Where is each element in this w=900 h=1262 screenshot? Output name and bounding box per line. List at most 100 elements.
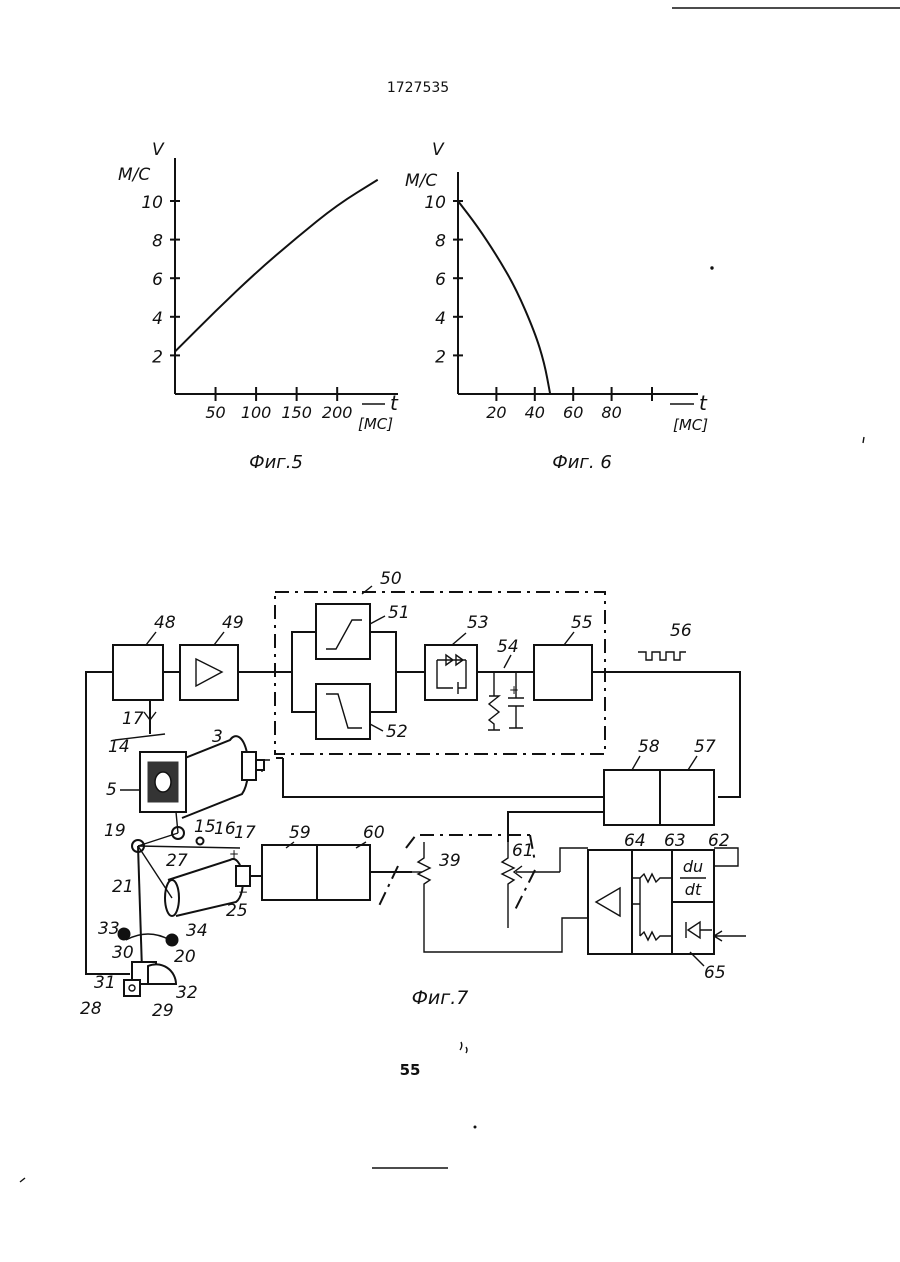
x-tick-label: 200	[322, 403, 353, 422]
block-58	[604, 770, 660, 825]
wire	[292, 632, 316, 712]
shaft-end	[155, 772, 171, 792]
x-tick-label: 150	[281, 403, 312, 422]
fig5-caption: Фиг.5	[249, 452, 303, 473]
input-arrow	[714, 931, 746, 941]
x-tick-label: 40	[525, 403, 545, 422]
block-64	[588, 850, 632, 954]
x-tick-label: 50	[205, 403, 225, 422]
block-63	[632, 850, 672, 954]
figure-5-chart: 246810 50100150200 V М/С t [МС] Фиг.5	[118, 140, 399, 473]
y-tick-label: 2	[435, 347, 446, 367]
minus-sign-motor: −	[238, 885, 248, 899]
label-5: 5	[106, 780, 117, 800]
label-60: 60	[363, 823, 385, 843]
resistor-icon	[488, 672, 500, 730]
block-65	[672, 902, 714, 954]
capacitor-icon	[508, 672, 524, 728]
label-29: 29	[152, 1001, 174, 1021]
leader-49	[214, 632, 224, 645]
fig5-x-unit: [МС]	[358, 415, 393, 433]
pulse-waveform-icon	[638, 652, 686, 660]
y-tick-label: 6	[152, 270, 163, 290]
label-54: 54	[497, 637, 519, 657]
block-59	[262, 845, 317, 900]
page-number: 55	[400, 1061, 421, 1079]
label-63: 63	[664, 831, 686, 851]
label-32: 32	[176, 983, 198, 1003]
block-49-amplifier	[180, 645, 238, 700]
label-28: 28	[80, 999, 102, 1019]
label-57: 57	[694, 737, 716, 757]
leader-57	[688, 756, 697, 770]
sector-32	[148, 964, 176, 984]
fig5-y-symbol: V	[152, 140, 165, 160]
x-tick-label: 80	[601, 403, 621, 422]
plus-sign: +	[509, 683, 519, 697]
block-57	[660, 770, 714, 825]
block-48	[113, 645, 163, 700]
wiper-arrow	[514, 866, 560, 878]
label-30: 30	[112, 943, 134, 963]
wire	[370, 632, 425, 712]
label-14: 14	[108, 737, 130, 757]
fig5-series-line	[175, 180, 378, 352]
derivative-numerator: du	[683, 857, 703, 876]
label-17-right: 17	[234, 823, 256, 843]
label-53: 53	[467, 613, 489, 633]
lever-21	[138, 846, 142, 970]
wire	[508, 812, 604, 842]
block-55	[534, 645, 592, 700]
fig7-caption: Фиг.7	[412, 987, 469, 1009]
block-51	[316, 604, 370, 659]
label-64: 64	[624, 831, 646, 851]
label-48: 48	[154, 613, 176, 633]
label-58: 58	[638, 737, 660, 757]
leader-51	[370, 616, 385, 624]
label-16: 16	[214, 819, 236, 839]
stop-34	[166, 934, 178, 946]
fig6-x-unit: [МС]	[673, 416, 708, 434]
leader-55	[564, 632, 574, 645]
fig6-caption: Фиг. 6	[552, 452, 612, 473]
fig5-x-symbol: t	[390, 391, 399, 415]
leader-58	[632, 756, 640, 770]
y-tick-label: 4	[435, 309, 446, 329]
fig6-y-symbol: V	[432, 140, 445, 160]
wire	[560, 848, 588, 872]
y-tick-label: 10	[141, 193, 163, 213]
label-50: 50	[380, 569, 402, 589]
x-tick-label: 100	[241, 403, 272, 422]
label-39: 39	[439, 851, 461, 871]
label-61: 61	[512, 841, 534, 861]
figure-6-chart: 246810 20406080 V М/С t [МС] Фиг. 6	[405, 140, 708, 473]
label-55: 55	[571, 613, 593, 633]
label-15: 15	[194, 817, 216, 837]
label-34: 34	[186, 921, 208, 941]
label-51: 51	[388, 603, 410, 623]
scan-speck	[460, 1042, 467, 1053]
patent-number: 1727535	[387, 80, 449, 96]
label-56: 56	[670, 621, 692, 641]
label-59: 59	[289, 823, 311, 843]
leader-48	[146, 632, 156, 645]
fig6-x-ticks: 20406080	[486, 387, 622, 422]
block-28	[124, 980, 140, 996]
label-20: 20	[174, 947, 196, 967]
block-53	[425, 645, 477, 700]
leader-53	[452, 633, 466, 645]
motor-terminal	[256, 760, 264, 770]
label-31: 31	[94, 973, 116, 993]
scan-speck	[711, 267, 713, 269]
label-52: 52	[386, 722, 408, 742]
point-16	[197, 838, 204, 845]
fig6-y-unit: М/С	[405, 171, 437, 191]
y-tick-label: 6	[435, 270, 446, 290]
x-tick-label: 60	[563, 403, 583, 422]
label-27: 27	[166, 851, 188, 871]
y-tick-label: 2	[152, 347, 163, 367]
label-49: 49	[222, 613, 244, 633]
motor-terminal	[236, 866, 250, 886]
label-19: 19	[104, 821, 126, 841]
y-tick-label: 10	[424, 193, 446, 213]
